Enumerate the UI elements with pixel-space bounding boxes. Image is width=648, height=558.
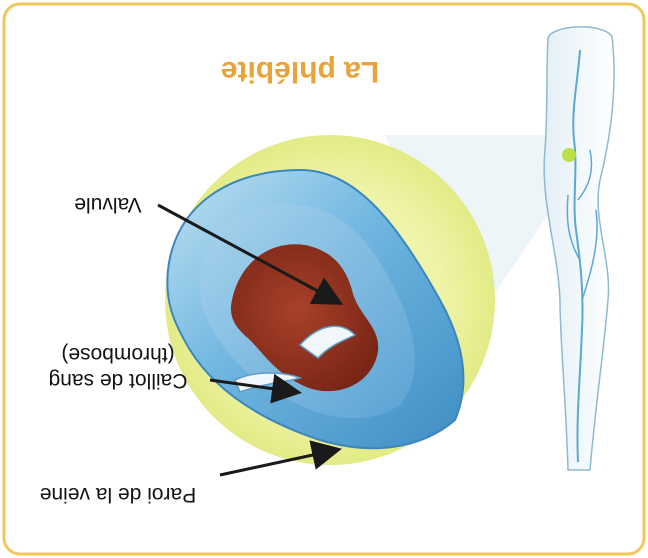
- label-paroi: Paroi de la veine: [40, 483, 196, 506]
- label-caillot-line1: Caillot de sang: [49, 369, 188, 392]
- title: La phlébite: [221, 55, 379, 88]
- label-caillot-line2: (thrombose): [61, 343, 174, 366]
- focus-dot: [562, 148, 576, 162]
- label-valvule: Valvule: [74, 193, 141, 216]
